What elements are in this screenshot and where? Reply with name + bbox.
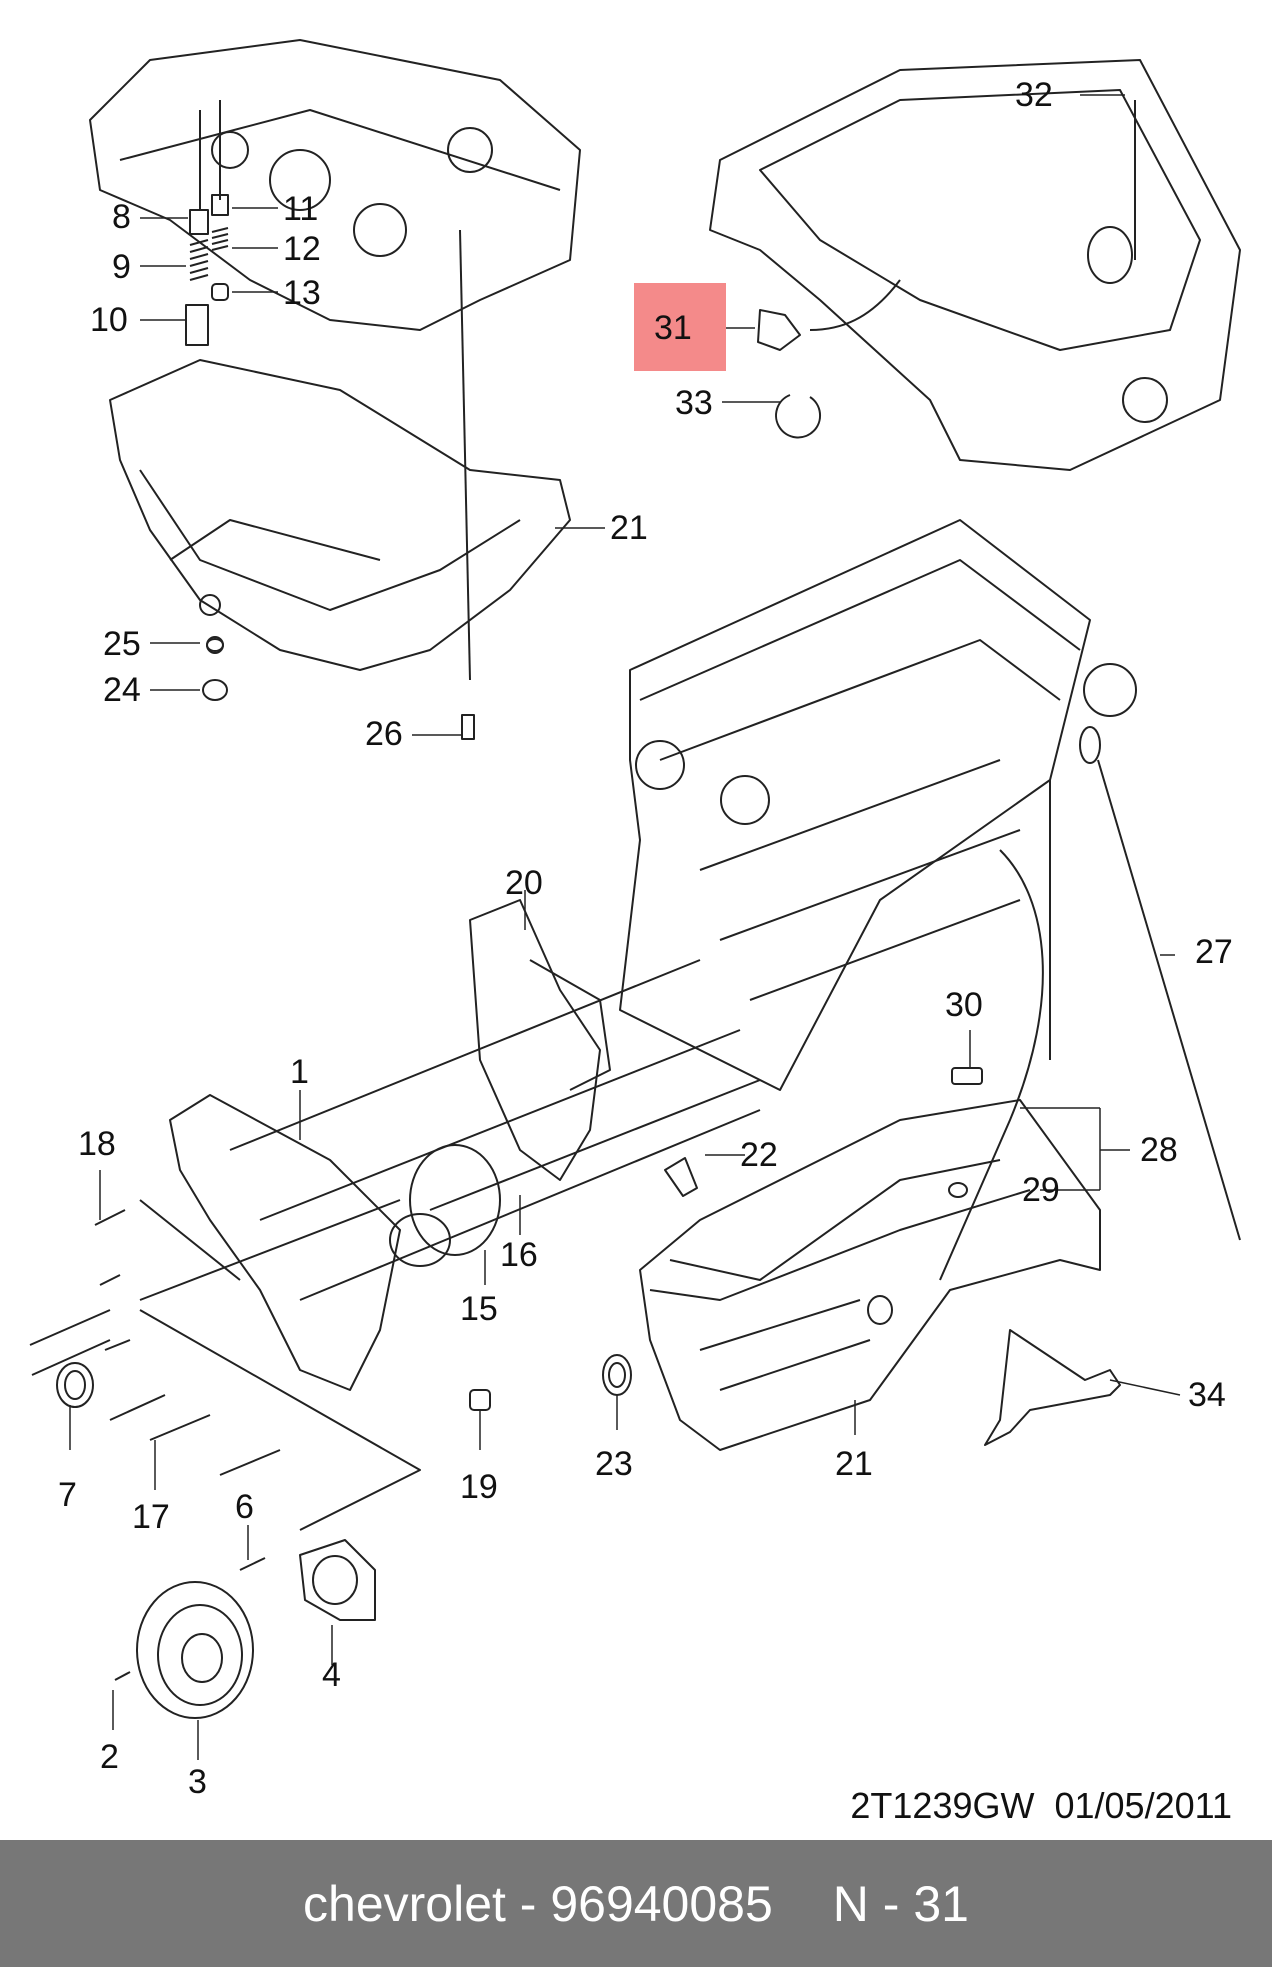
part-22-shape: [664, 1157, 698, 1197]
highlight-box-part-31: [634, 283, 726, 371]
callout-34: 34: [1188, 1376, 1226, 1414]
oil-seals: [56, 1354, 632, 1408]
front-cover: [169, 899, 761, 1391]
pulley-water-pump: [136, 1539, 376, 1719]
callout-23: 23: [595, 1445, 633, 1483]
part-banner: chevrolet - 96940085 N - 31: [0, 1840, 1272, 1967]
dipstick: [939, 726, 1241, 1281]
callout-15: 15: [460, 1290, 498, 1328]
bolts-left: [29, 1199, 421, 1681]
leader-lines: [69, 94, 1181, 1760]
banner-ref: N - 31: [832, 1875, 969, 1932]
exploded-parts-diagram: [29, 39, 1241, 1760]
callout-13: 13: [283, 274, 321, 312]
callout-4: 4: [322, 1656, 341, 1694]
diagram-code: 2T1239GW: [850, 1785, 1035, 1826]
callout-11: 11: [283, 190, 319, 228]
callout-26: 26: [365, 715, 403, 753]
callout-29: 29: [1022, 1171, 1060, 1209]
engine-assembly-center: [619, 519, 1137, 1091]
callout-28: 28: [1140, 1131, 1178, 1169]
callout-6: 6: [235, 1488, 254, 1526]
callout-7: 7: [58, 1476, 77, 1514]
callout-12: 12: [283, 230, 321, 268]
bolt-19-shape: [469, 1389, 491, 1411]
diagram-date: 01/05/2011: [1054, 1785, 1232, 1826]
callout-19: 19: [460, 1468, 498, 1506]
oil-pan-lower-left: [109, 359, 571, 740]
callout-8: 8: [112, 198, 131, 236]
callout-21-upper: 21: [610, 509, 648, 547]
washer-25-shape: [206, 638, 224, 652]
callout-16: 16: [500, 1236, 538, 1274]
callout-32: 32: [1015, 76, 1053, 114]
callout-24: 24: [103, 671, 141, 709]
valve-parts: [185, 194, 229, 346]
bolt-30-shape: [951, 1067, 983, 1085]
callout-22: 22: [740, 1136, 778, 1174]
callout-18: 18: [78, 1125, 116, 1163]
oil-pan-lower: [639, 1099, 1101, 1451]
callout-30: 30: [945, 986, 983, 1024]
sealant-tube-34: [984, 1329, 1121, 1446]
banner-brand-part: chevrolet - 96940085: [303, 1875, 773, 1932]
callout-31: 31: [654, 309, 692, 347]
engine-block-upper-left: [89, 39, 581, 681]
callout-9: 9: [112, 248, 131, 286]
diagram-reference: 2T1239GW 01/05/2011: [850, 1785, 1232, 1827]
callout-21-lower: 21: [835, 1445, 873, 1483]
callout-3: 3: [188, 1763, 207, 1801]
callout-1: 1: [290, 1053, 309, 1091]
callout-20: 20: [505, 864, 543, 902]
callout-2: 2: [100, 1738, 119, 1776]
callout-25: 25: [103, 625, 141, 663]
callout-27: 27: [1195, 933, 1233, 971]
callout-10: 10: [90, 301, 128, 339]
callout-17: 17: [132, 1498, 170, 1536]
callout-33: 33: [675, 384, 713, 422]
oil-pan-upper-right: [709, 59, 1241, 471]
oring-29-shape: [948, 1182, 968, 1198]
